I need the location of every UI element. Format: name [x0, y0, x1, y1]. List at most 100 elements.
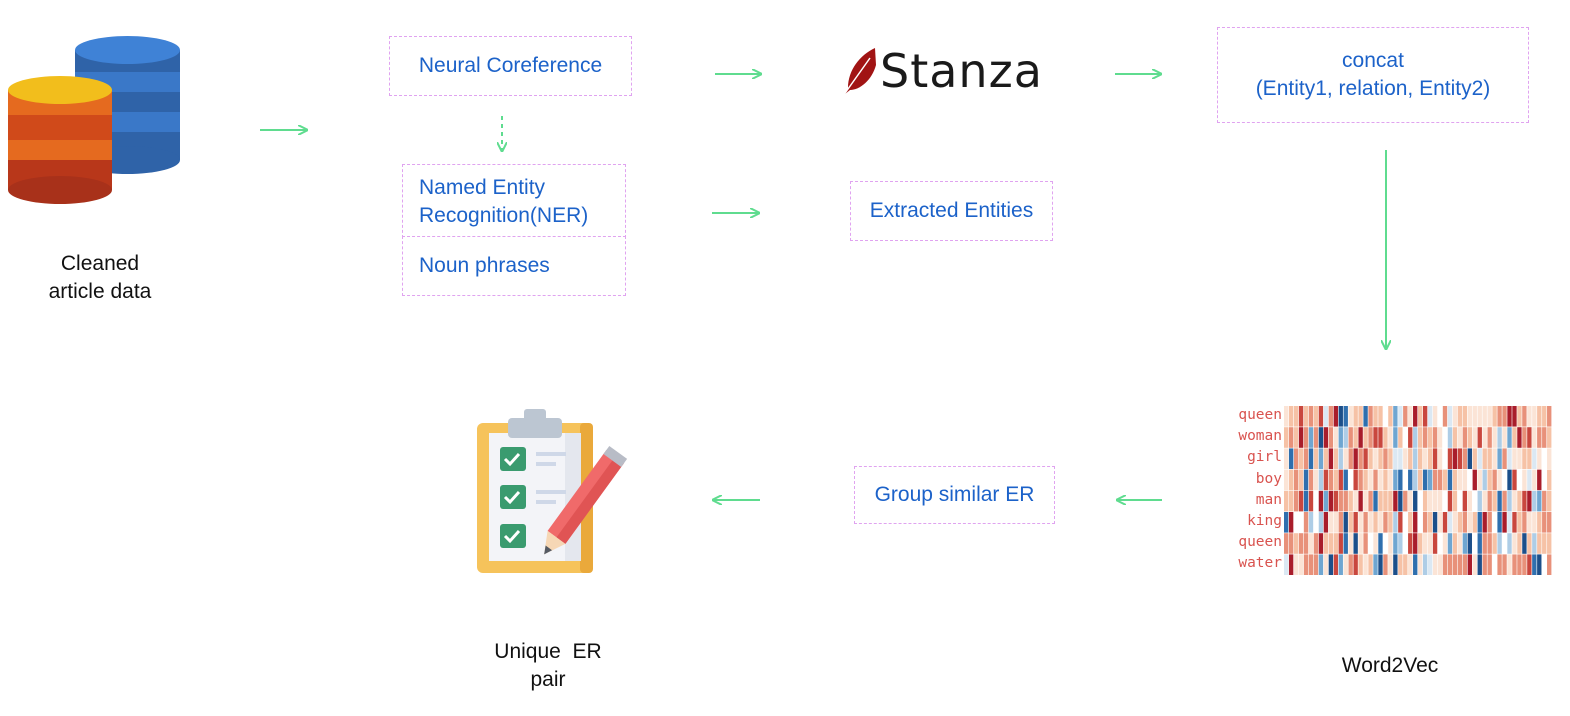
heatmap-cell: [1383, 469, 1388, 491]
heatmap-cell: [1308, 512, 1314, 533]
heatmap-cell: [1547, 406, 1552, 427]
heatmap-cell: [1527, 406, 1532, 427]
heatmap-cell: [1413, 512, 1418, 533]
heatmap-cell: [1427, 554, 1433, 575]
heatmap-cell: [1358, 427, 1363, 448]
heatmap-cell: [1472, 469, 1477, 491]
heatmap-cell: [1408, 490, 1413, 512]
heatmap-cell: [1457, 554, 1463, 575]
heatmap-cell: [1338, 448, 1343, 469]
heatmap-cell: [1472, 554, 1477, 575]
heatmap-cell: [1403, 554, 1408, 575]
heatmap-cell: [1432, 533, 1438, 554]
heatmap-cell: [1492, 427, 1497, 448]
heatmap-cell: [1298, 490, 1304, 512]
heatmap-cell: [1393, 490, 1398, 512]
heatmap-cell: [1457, 448, 1463, 469]
heatmap-cell: [1383, 490, 1388, 512]
heatmap-cell: [1507, 469, 1512, 491]
heatmap-cell: [1477, 512, 1482, 533]
heatmap-cell: [1542, 427, 1547, 448]
heatmap-cell: [1532, 512, 1537, 533]
heatmap-cell: [1418, 533, 1423, 554]
heatmap-cell: [1368, 554, 1373, 575]
heatmap-cell: [1353, 554, 1358, 575]
heatmap-cell: [1517, 469, 1522, 491]
heatmap-cell: [1284, 512, 1289, 533]
heatmap-cell: [1328, 448, 1334, 469]
heatmap-cell: [1358, 406, 1363, 427]
heatmap-cell: [1308, 554, 1314, 575]
heatmap-cell: [1293, 427, 1299, 448]
heatmap-cell: [1547, 469, 1552, 491]
heatmap-cell: [1472, 533, 1477, 554]
heatmap-cell: [1393, 406, 1398, 427]
heatmap-cell: [1378, 533, 1383, 554]
heatmap-cell: [1442, 406, 1448, 427]
ner-node: Named Entity Recognition(NER): [402, 164, 626, 238]
heatmap-cell: [1527, 448, 1532, 469]
heatmap-cell: [1467, 533, 1472, 554]
heatmap-cell: [1482, 554, 1487, 575]
heatmap-cell: [1313, 512, 1319, 533]
heatmap-cell: [1378, 469, 1383, 491]
heatmap-cell: [1537, 406, 1542, 427]
heatmap-cell: [1413, 554, 1418, 575]
heatmap-cell: [1323, 533, 1329, 554]
heatmap-cell: [1413, 469, 1418, 491]
heatmap-cell: [1418, 490, 1423, 512]
heatmap-cell: [1358, 448, 1363, 469]
heatmap-cell: [1318, 427, 1324, 448]
heatmap-cell: [1487, 533, 1492, 554]
heatmap-cell: [1333, 512, 1338, 533]
heatmap-cell: [1293, 512, 1299, 533]
heatmap-cell: [1472, 490, 1477, 512]
heatmap-cell: [1422, 512, 1428, 533]
heatmap-cell: [1363, 554, 1368, 575]
heatmap-cell: [1393, 448, 1398, 469]
word2vec-caption: Word2Vec: [1341, 654, 1439, 677]
heatmap-cell: [1363, 490, 1368, 512]
heatmap-cell: [1422, 490, 1428, 512]
heatmap-cell: [1467, 427, 1472, 448]
heatmap-cell: [1323, 490, 1329, 512]
heatmap-cell: [1403, 427, 1408, 448]
heatmap-cell: [1408, 427, 1413, 448]
heatmap-cell: [1383, 554, 1388, 575]
heatmap-cell: [1452, 469, 1458, 491]
heatmap-cell: [1318, 512, 1324, 533]
heatmap-cell: [1487, 554, 1492, 575]
heatmap-cell: [1363, 512, 1368, 533]
heatmap-cell: [1363, 533, 1368, 554]
heatmap-cell: [1363, 406, 1368, 427]
heatmap-cell: [1427, 469, 1433, 491]
heatmap-cell: [1512, 427, 1517, 448]
heatmap-cell: [1467, 490, 1472, 512]
heatmap-cell: [1343, 512, 1348, 533]
heatmap-cell: [1333, 490, 1338, 512]
heatmap-cell: [1492, 469, 1497, 491]
heatmap-cell: [1333, 427, 1338, 448]
heatmap-cell: [1432, 469, 1438, 491]
heatmap-cell: [1427, 448, 1433, 469]
heatmap-cell: [1398, 533, 1403, 554]
stanza-feather-icon: [842, 48, 876, 97]
heatmap-cell: [1418, 448, 1423, 469]
heatmap-cell: [1378, 448, 1383, 469]
heatmap-cell: [1383, 406, 1388, 427]
heatmap-cell: [1517, 448, 1522, 469]
heatmap-cell: [1527, 469, 1532, 491]
heatmap-cell: [1288, 554, 1294, 575]
heatmap-cell: [1378, 406, 1383, 427]
heatmap-cell: [1313, 554, 1319, 575]
heatmap-cell: [1542, 448, 1547, 469]
heatmap-cell: [1373, 533, 1378, 554]
heatmap-cell: [1432, 554, 1438, 575]
heatmap-cell: [1413, 490, 1418, 512]
heatmap-cell: [1284, 490, 1289, 512]
heatmap-row-label: king: [1247, 513, 1282, 529]
heatmap-cell: [1422, 469, 1428, 491]
heatmap-cell: [1353, 512, 1358, 533]
heatmap-cell: [1353, 469, 1358, 491]
heatmap-cell: [1427, 533, 1433, 554]
